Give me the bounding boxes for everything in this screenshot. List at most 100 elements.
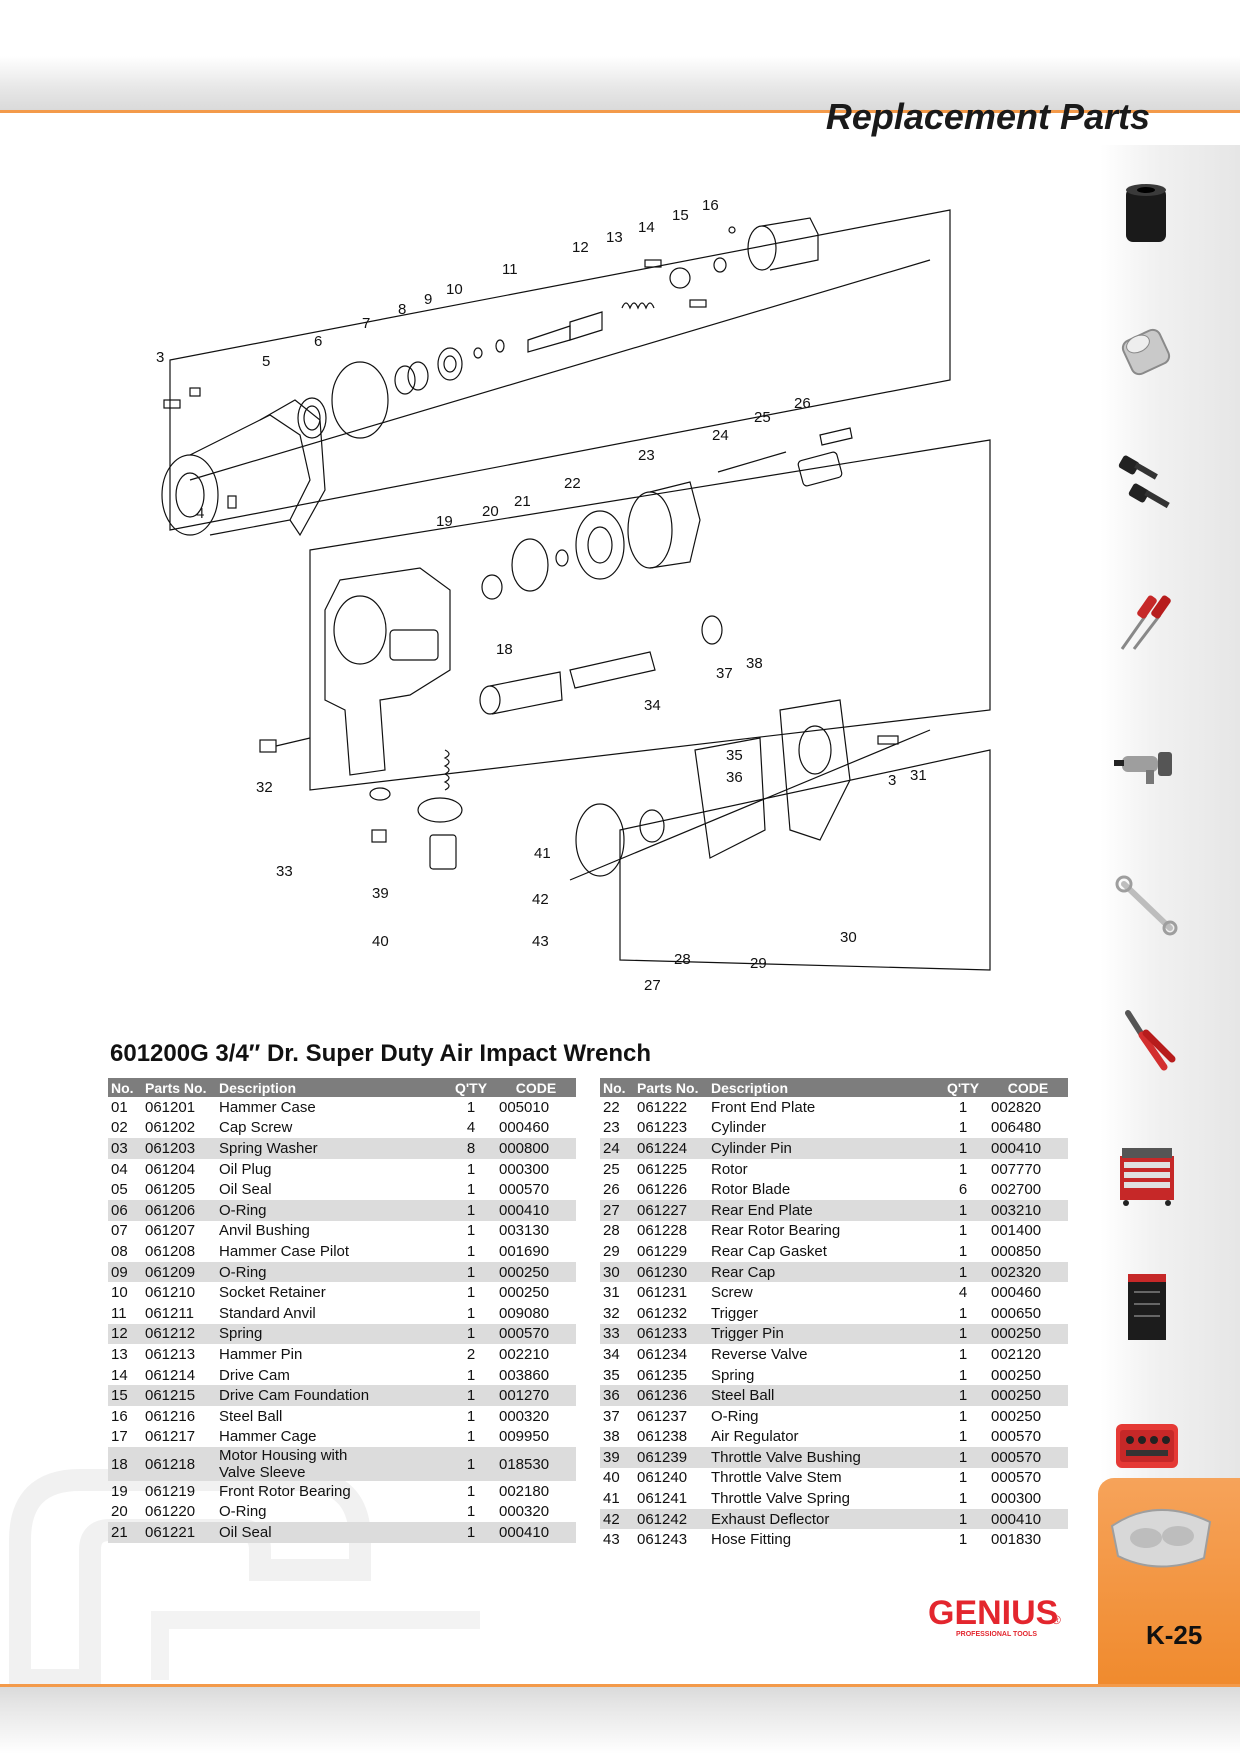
cell-qty: 1 — [466, 1242, 476, 1260]
hammer-cage-part — [747, 217, 819, 271]
cell-description: Oil Seal — [219, 1181, 272, 1199]
cell-part-number: 061238 — [637, 1428, 688, 1446]
footer-rule — [0, 1684, 1240, 1687]
cell-code: 000250 — [988, 1323, 1068, 1345]
cell-no: 10 — [111, 1284, 128, 1302]
cell-description: Hose Fitting — [711, 1531, 792, 1549]
cell-description: O-Ring — [216, 1199, 446, 1221]
cell-code: 000320 — [499, 1407, 550, 1425]
cell-description: Trigger — [711, 1304, 758, 1322]
cell-description: Cap Screw — [219, 1119, 293, 1137]
cell-qty: 1 — [466, 1304, 476, 1322]
col-qty: Q'TY — [446, 1078, 496, 1097]
wrench-icon[interactable] — [1112, 870, 1182, 940]
diagram-label: 33 — [276, 863, 293, 880]
cell-no: 02 — [111, 1119, 128, 1137]
cell-no: 28 — [603, 1222, 620, 1240]
cell-part-number: 061219 — [145, 1482, 196, 1500]
cell-part-number: 061218 — [142, 1447, 216, 1482]
cell-code: 000570 — [991, 1469, 1042, 1487]
cell-description: Air Regulator — [711, 1428, 799, 1446]
cell-no: 37 — [603, 1407, 620, 1425]
diagram-label: 43 — [532, 933, 549, 950]
impact-socket-icon[interactable] — [1112, 180, 1182, 250]
reverse-valve-part — [569, 651, 656, 689]
cell-code: 000250 — [991, 1407, 1042, 1425]
diagram-label: 41 — [534, 845, 551, 862]
cell-description: Spring — [711, 1366, 755, 1384]
cell-description: Rear Cap Gasket — [711, 1242, 827, 1260]
tool-cabinet-icon[interactable] — [1112, 1140, 1182, 1210]
cell-part-number: 061216 — [145, 1407, 196, 1425]
cell-code: 000650 — [991, 1304, 1042, 1322]
cell-part-number: 061241 — [637, 1490, 688, 1508]
col-no: No. — [108, 1078, 142, 1097]
cell-description: Throttle Valve Bushing — [708, 1447, 938, 1468]
diagram-label: 27 — [644, 977, 661, 994]
cell-description: Reverse Valve — [711, 1345, 808, 1363]
cell-no: 07 — [111, 1222, 128, 1240]
cell-code: 007770 — [991, 1160, 1042, 1178]
cell-qty: 1 — [466, 1407, 476, 1425]
chrome-socket-icon[interactable] — [1112, 320, 1182, 390]
cell-qty: 1 — [958, 1366, 968, 1384]
cell-no: 40 — [603, 1469, 620, 1487]
cell-description: Drive Cam — [219, 1366, 290, 1384]
diagram-label: 34 — [644, 697, 661, 714]
col-no: No. — [600, 1078, 634, 1097]
cell-qty: 1 — [958, 1428, 968, 1446]
cell-part-number: 061211 — [145, 1304, 194, 1322]
cell-code: 000570 — [499, 1181, 550, 1199]
pliers-icon[interactable] — [1112, 1005, 1182, 1075]
cell-description: Throttle Valve Spring — [711, 1490, 850, 1508]
cell-description: Socket Retainer — [219, 1284, 326, 1302]
cell-no: 29 — [603, 1242, 620, 1260]
cell-code: 003130 — [499, 1222, 550, 1240]
cell-qty: 1 — [958, 1222, 968, 1240]
cell-part-number: 061201 — [145, 1098, 196, 1116]
cell-qty: 1 — [958, 1242, 968, 1260]
air-tool-icon[interactable] — [1112, 730, 1182, 800]
cell-qty: 1 — [466, 1222, 476, 1240]
cell-qty: 2 — [466, 1345, 476, 1363]
cell-code: 002700 — [991, 1181, 1042, 1199]
screwdriver-icon[interactable] — [1112, 585, 1182, 655]
cell-qty: 1 — [938, 1199, 988, 1221]
cell-code: 003210 — [988, 1199, 1068, 1221]
cell-no: 19 — [111, 1482, 128, 1500]
socket-set-case-icon[interactable] — [1112, 1410, 1182, 1480]
trigger-part — [259, 737, 311, 753]
genius-logo: GENIUS ® PROFESSIONAL TOOLS — [928, 1594, 1061, 1638]
cell-description: Spring — [216, 1323, 446, 1345]
header-rule — [0, 110, 1240, 113]
bit-socket-icon[interactable] — [1112, 450, 1182, 520]
top-band — [0, 0, 1240, 112]
display-board-icon[interactable] — [1112, 1272, 1182, 1342]
cell-description: Screw — [711, 1284, 753, 1302]
rear-cap-part — [779, 699, 851, 841]
magnetic-tray-icon[interactable] — [1106, 1496, 1216, 1576]
cell-part-number: 061203 — [142, 1138, 216, 1159]
exploded-parts-diagram: 1 2 3 3 4 5 6 7 8 9 10 11 12 13 14 15 16… — [156, 190, 991, 994]
cell-qty: 8 — [446, 1138, 496, 1159]
front-end-plate-part — [575, 510, 625, 580]
cell-part-number: 061223 — [637, 1119, 688, 1137]
cell-no: 32 — [603, 1304, 620, 1322]
cell-part-number: 061206 — [142, 1199, 216, 1221]
cell-qty: 1 — [466, 1098, 476, 1116]
table-header-row: No. Parts No. Description Q'TY CODE — [600, 1078, 1068, 1097]
diagram-label: 6 — [314, 333, 322, 350]
